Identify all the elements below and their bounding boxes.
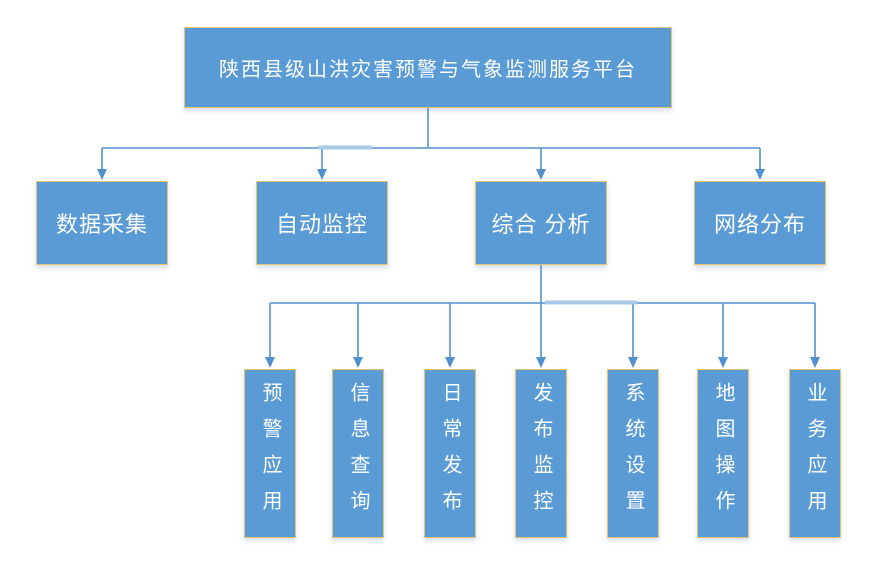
node-business-application-label: 业务应用 [804,381,826,526]
node-system-settings: 系统设置 [607,369,659,538]
node-data-collection-label: 数据采集 [55,212,148,237]
node-comprehensive-analysis: 综合 分析 [475,181,607,265]
node-info-query: 信息查询 [332,369,384,538]
node-daily-release: 日常发布 [424,369,476,538]
node-business-application: 业务应用 [789,369,841,538]
rail-highlight-segment-1 [318,145,372,150]
rail-highlight-segment-2 [545,300,637,305]
node-root: 陕西县级山洪灾害预警与气象监测服务平台 [184,27,672,108]
node-info-query-label: 信息查询 [347,381,369,526]
node-release-monitoring: 发布监控 [515,369,567,538]
node-network-distribution: 网络分布 [694,181,826,265]
node-network-distribution-label: 网络分布 [713,212,806,237]
node-system-settings-label: 系统设置 [622,381,644,526]
node-data-collection: 数据采集 [36,181,168,265]
node-warning-application-label: 预警应用 [259,381,281,526]
node-map-operation-label: 地图操作 [712,381,734,526]
node-map-operation: 地图操作 [697,369,749,538]
node-auto-monitoring-label: 自动监控 [275,212,368,237]
node-warning-application: 预警应用 [244,369,296,538]
node-root-label: 陕西县级山洪灾害预警与气象监测服务平台 [219,59,637,81]
node-release-monitoring-label: 发布监控 [530,381,552,526]
node-auto-monitoring: 自动监控 [256,181,388,265]
node-daily-release-label: 日常发布 [439,381,461,526]
node-comprehensive-analysis-label: 综合 分析 [491,212,591,237]
